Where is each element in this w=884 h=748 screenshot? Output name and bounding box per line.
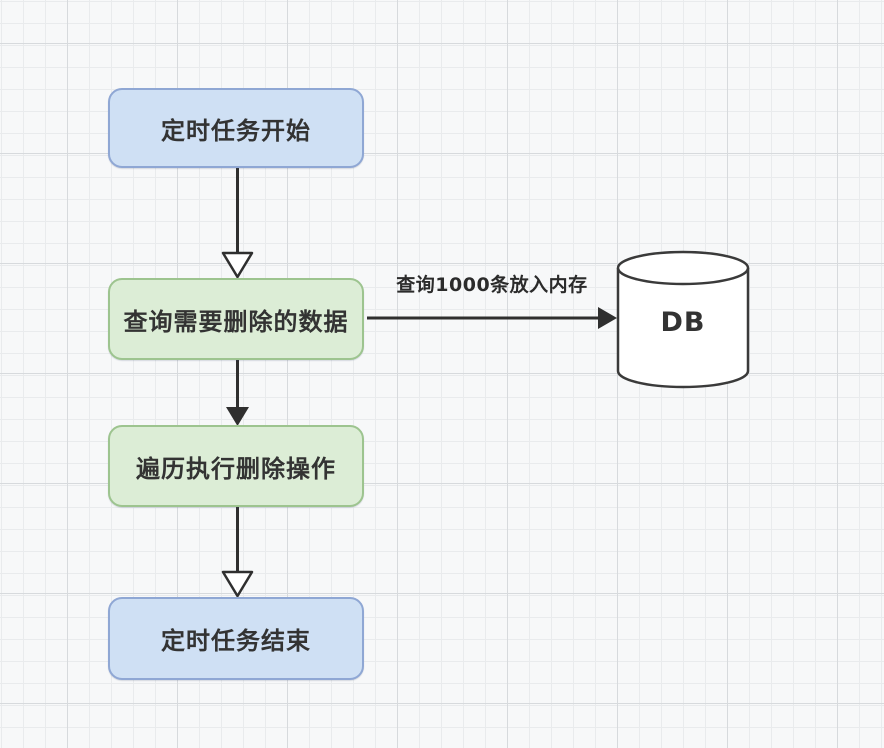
solid-arrowhead [226, 407, 249, 426]
solid-arrowhead [598, 307, 617, 329]
hollow-arrowhead [221, 251, 254, 279]
edge-query-to-db [367, 307, 617, 329]
node-start-label: 定时任务开始 [161, 116, 311, 145]
node-query-data: 查询需要删除的数据 [108, 278, 364, 360]
edge-label-query-to-db: 查询1000条放入内存 [396, 274, 588, 296]
edge-iterate-to-end [221, 505, 254, 598]
node-iterate-delete: 遍历执行删除操作 [108, 425, 364, 507]
hollow-arrowhead [221, 570, 254, 598]
db-cylinder-body [616, 268, 750, 389]
db-cylinder-node: DB [616, 250, 750, 389]
node-iterate-delete-label: 遍历执行删除操作 [136, 454, 336, 483]
edge-query-to-iterate [226, 358, 249, 426]
db-label: DB [661, 307, 706, 338]
db-cylinder-top [616, 250, 750, 286]
node-query-data-label: 查询需要删除的数据 [123, 307, 349, 336]
edge-start-to-query [221, 167, 254, 279]
node-end-label: 定时任务结束 [161, 627, 311, 655]
node-end: 定时任务结束 [108, 597, 364, 680]
node-start: 定时任务开始 [108, 88, 364, 168]
